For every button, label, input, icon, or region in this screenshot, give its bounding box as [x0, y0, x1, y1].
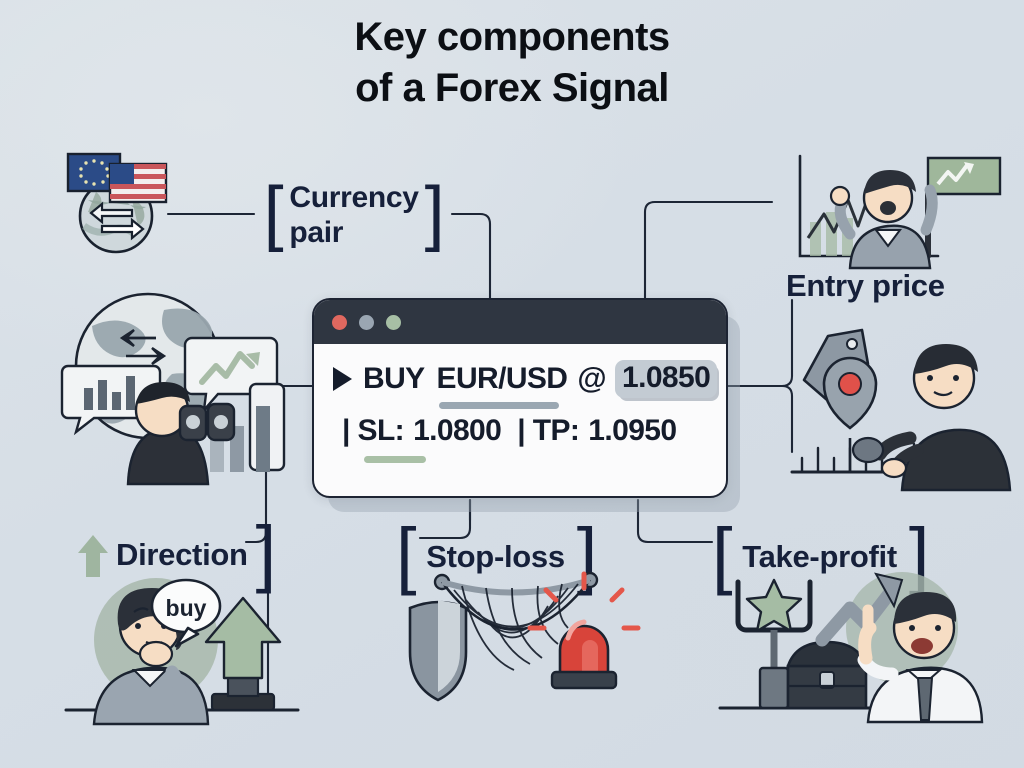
underline-currency-pair: [439, 402, 559, 409]
bracket-left-icon: [: [263, 173, 284, 253]
label-entry-price-text: Entry price: [786, 268, 945, 303]
maximize-dot-icon[interactable]: [386, 314, 401, 330]
alarm-siren-icon: [527, 571, 641, 690]
signal-line-secondary: | SL: 1.0800 | TP: 1.0950: [342, 414, 710, 448]
label-stop-loss-text: Stop-loss: [426, 539, 565, 575]
illustration-direction-analyst: [44, 288, 292, 486]
signal-pair: EUR/USD: [436, 362, 568, 395]
signal-tp-label: | TP:: [517, 414, 580, 447]
signal-card: BUY EUR/USD @ 1.0850 | SL: 1.0800 | TP: …: [312, 298, 728, 498]
minimize-dot-icon[interactable]: [359, 314, 374, 330]
bracket-right-icon: ]: [424, 173, 445, 253]
illustration-take-profit-reward: [716, 566, 984, 724]
label-currency-pair-line-1: Currency: [289, 180, 419, 214]
label-take-profit-text: Take-profit: [742, 539, 897, 575]
signal-take-profit: 1.0950: [588, 414, 677, 447]
exchange-arrows-icon: [119, 329, 167, 365]
label-currency-pair-line-2: pair: [289, 216, 344, 249]
us-flag-icon: [108, 162, 168, 204]
signal-direction: BUY: [363, 362, 425, 395]
underline-direction: [364, 456, 426, 463]
bracket-left-icon: [: [396, 513, 417, 596]
bracket-right-icon: ]: [255, 511, 277, 594]
close-dot-icon[interactable]: [332, 314, 347, 330]
signal-stop-loss: 1.0800: [413, 414, 502, 447]
illustration-currency-pair: [58, 148, 176, 256]
map-pin-icon: [822, 356, 878, 430]
page-title-line-2: of a Forex Signal: [355, 66, 669, 111]
safety-net-icon: [433, 571, 599, 671]
exchange-arrows-icon: [89, 201, 145, 241]
shield-icon: [408, 600, 468, 702]
label-stop-loss: [ Stop-loss ]: [396, 513, 597, 597]
person-icon: [851, 344, 1012, 492]
label-currency-pair: [ Currency pair ]: [254, 170, 454, 260]
label-direction: Direction ]: [76, 511, 276, 595]
signal-line-primary: BUY EUR/USD @ 1.0850: [330, 360, 718, 398]
binoculars-icon: [178, 402, 236, 442]
illustration-entry-marker: [784, 326, 1022, 492]
star-goalpost-icon: [735, 578, 813, 710]
bracket-left-icon: [: [712, 513, 733, 596]
up-arrow-monument-icon: [204, 596, 282, 712]
up-arrow-icon: [78, 534, 108, 577]
card-titlebar: [314, 300, 726, 344]
treasure-chest-icon: [786, 640, 868, 710]
connector-take-profit: [636, 498, 714, 544]
signal-at-symbol: @: [577, 362, 607, 395]
page-title: Key components of a Forex Signal: [0, 12, 1024, 114]
person-icon: [829, 170, 938, 270]
card-body: BUY EUR/USD @ 1.0850 | SL: 1.0800 | TP: …: [314, 344, 726, 496]
direction-arrow-icon: [333, 367, 352, 391]
illustration-direction-thinking: buy: [60, 568, 306, 726]
connector-entry-price-down: [722, 384, 794, 454]
speech-bubble-icon: buy: [150, 578, 222, 648]
illustration-stop-loss-safety: [404, 566, 656, 718]
label-direction-text: Direction: [116, 537, 248, 573]
label-entry-price: Entry price: [786, 268, 945, 305]
flag-icon: [925, 156, 1002, 259]
speech-bubble-text: buy: [166, 595, 207, 621]
trend-up-arrow-icon: [815, 572, 904, 647]
page-title-line-1: Key components: [354, 15, 670, 59]
illustration-entry-celebration: [788, 150, 1020, 270]
signal-sl-label: | SL:: [342, 414, 405, 447]
person-icon: [857, 592, 984, 724]
signal-entry-price: 1.0850: [615, 360, 718, 398]
connector-entry-price-right: [722, 298, 794, 388]
person-icon: [126, 382, 215, 486]
